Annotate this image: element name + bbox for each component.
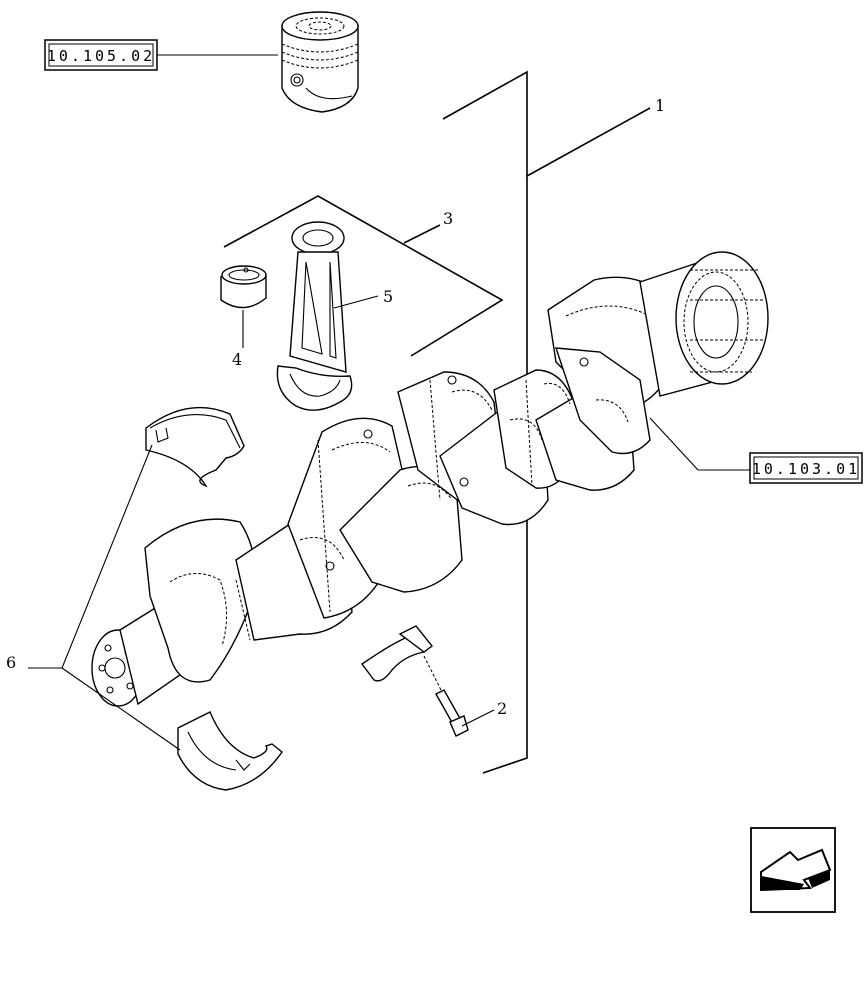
flywheel-reference-link[interactable]: 10.103.01	[749, 452, 863, 484]
crankshaft-illustration	[91, 251, 769, 707]
callout-4: 4	[232, 350, 242, 369]
upper-bearing-shell	[145, 406, 245, 488]
main-bearing-cap	[361, 625, 433, 682]
callout-2: 2	[497, 699, 507, 718]
callout-5-leader	[333, 295, 379, 309]
bearing-shells-bracket	[28, 444, 181, 751]
flywheel-reference-label: 10.103.01	[752, 460, 860, 478]
main-bearing-bolt	[435, 689, 469, 737]
piston-reference-label: 10.105.02	[47, 47, 155, 65]
callout-2-leader	[461, 709, 495, 727]
callout-1: 1	[655, 96, 665, 115]
bolt-axis	[423, 655, 443, 693]
lower-bearing-shell	[177, 711, 283, 791]
small-end-bushing	[220, 265, 267, 309]
arrow-back-icon	[760, 848, 832, 892]
callout-3: 3	[443, 209, 453, 228]
callout-5: 5	[383, 287, 393, 306]
back-navigation-button[interactable]	[750, 827, 836, 913]
flywheel-reference-leader	[649, 417, 699, 471]
piston-illustration	[281, 11, 359, 113]
callout-6: 6	[6, 653, 16, 672]
piston-reference-link[interactable]: 10.105.02	[44, 39, 158, 71]
conrod-bracket	[223, 195, 504, 357]
connecting-rod	[276, 221, 353, 411]
